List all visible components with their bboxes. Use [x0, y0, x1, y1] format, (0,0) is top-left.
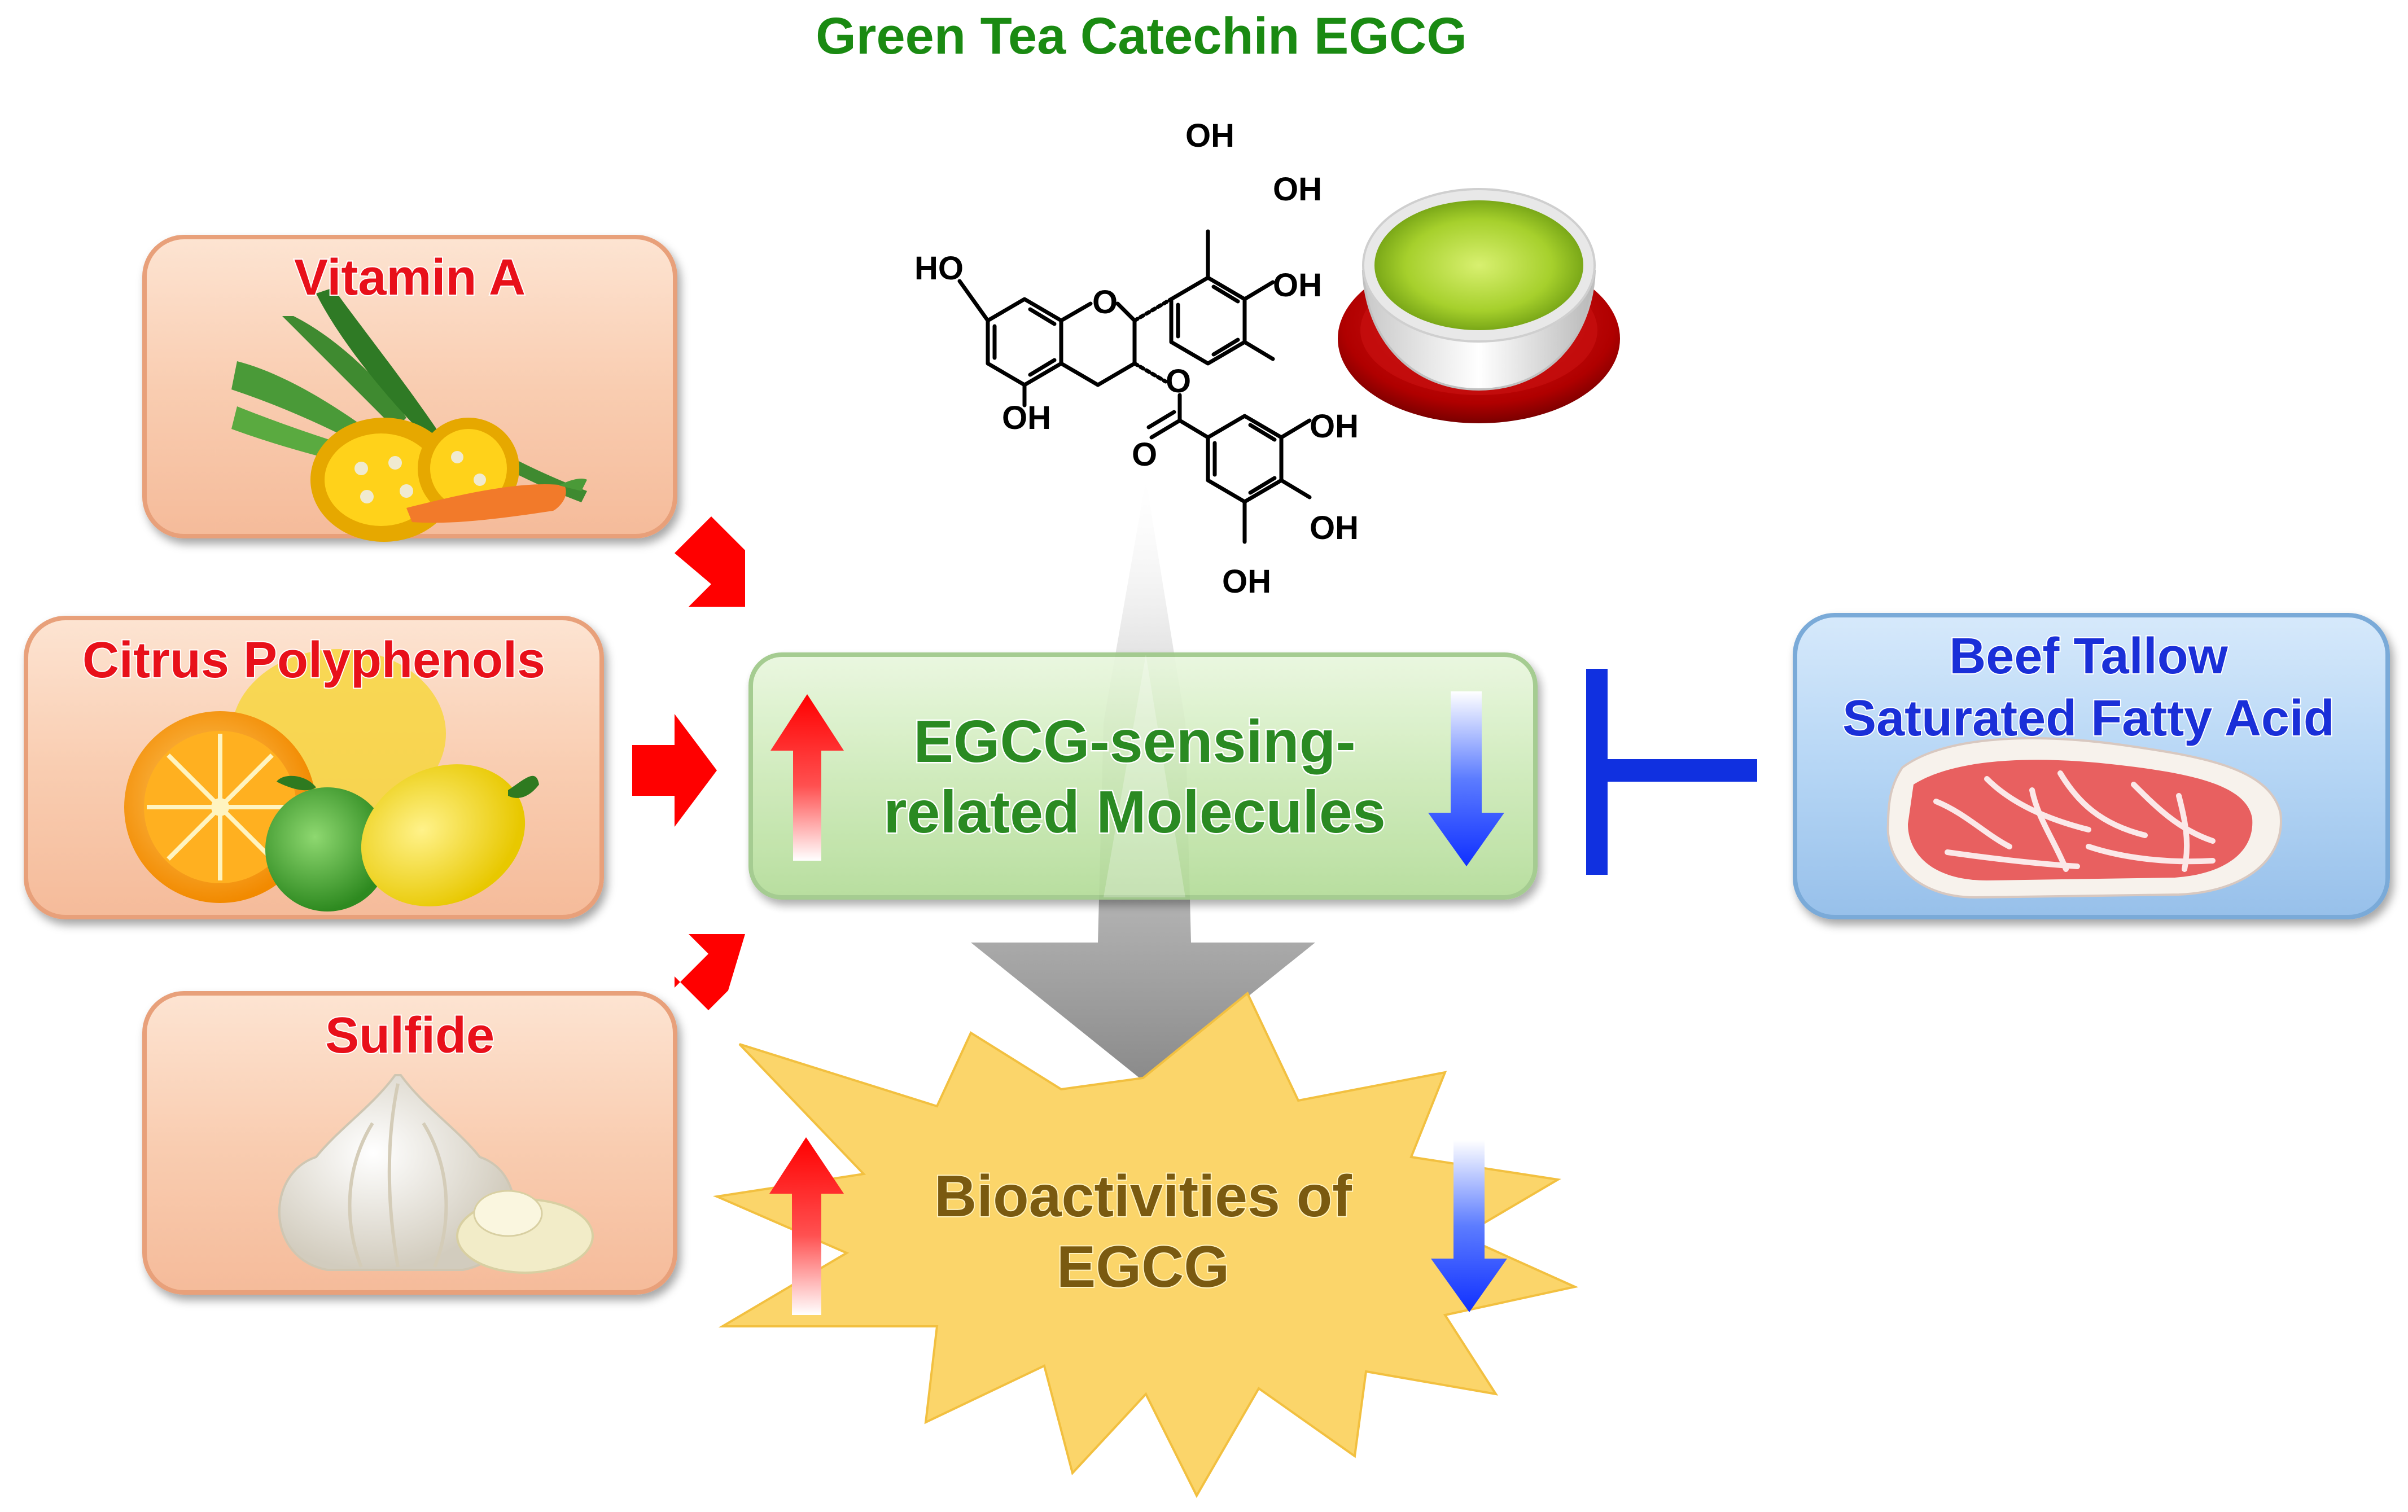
beef-tallow-label: Beef Tallow	[1949, 628, 2228, 685]
down-arrow-center	[1428, 691, 1504, 866]
arrow-sulfide	[675, 934, 745, 1010]
sulfide-box: Sulfide	[142, 991, 677, 1295]
down-arrow-bioactivities	[1431, 1140, 1507, 1312]
arrow-vitamin-a	[675, 516, 745, 607]
arrow-citrus	[632, 714, 717, 827]
beef-icon	[1886, 737, 2282, 899]
activation-arrows	[632, 516, 745, 1010]
mol-label-o-ring: O	[1092, 284, 1118, 321]
saturated-fatty-acid-label: Saturated Fatty Acid	[1842, 690, 2335, 747]
bioactivities-burst: Bioactivities of EGCG	[712, 991, 1579, 1498]
citrus-polyphenols-box: Citrus Polyphenols	[24, 616, 604, 919]
garlic-icon	[278, 1074, 594, 1274]
mol-label-oh-g-right: OH	[1310, 510, 1359, 546]
mol-label-oh-a-bottom: OH	[1002, 400, 1051, 436]
citrus-polyphenols-label: Citrus Polyphenols	[82, 632, 545, 689]
mol-label-oh-g-bottom: OH	[1222, 563, 1271, 600]
vitamin-a-label: Vitamin A	[294, 249, 526, 306]
mol-label-oh-b-lower: OH	[1273, 267, 1322, 304]
sulfide-label: Sulfide	[325, 1007, 494, 1064]
citrus-fruits-icon	[124, 649, 539, 911]
bioactivities-line1: Bioactivities of	[934, 1164, 1352, 1229]
mol-label-oh-b-top: OH	[1185, 117, 1234, 154]
bioactivities-line2: EGCG	[1057, 1234, 1229, 1300]
mol-label-o-ester: O	[1166, 363, 1191, 400]
mol-label-oh-g-top: OH	[1310, 408, 1359, 445]
egcg-sensing-line2: related Molecules	[883, 779, 1386, 845]
diagram-title: Green Tea Catechin EGCG	[816, 7, 1467, 65]
egcg-molecule-labels: HO O OH OH OH OH O O OH OH OH	[914, 117, 1359, 600]
mol-label-ho-a: HO	[914, 250, 964, 287]
arrow-vitamin-a-diagonal	[672, 516, 745, 607]
mol-label-oh-b-right: OH	[1273, 171, 1322, 208]
egcg-sensing-box: EGCG-sensing- related Molecules	[748, 652, 1538, 900]
mol-label-o-carbonyl: O	[1132, 436, 1157, 473]
up-arrow-center	[770, 694, 844, 861]
egcg-sensing-line1: EGCG-sensing-	[913, 708, 1355, 775]
vitamin-a-box: Vitamin A	[142, 235, 677, 542]
beef-tallow-box: Beef Tallow Saturated Fatty Acid	[1793, 613, 2390, 919]
vegetables-icon	[231, 288, 587, 542]
inhibition-symbol	[1586, 669, 1757, 875]
up-arrow-bioactivities	[769, 1137, 844, 1315]
green-tea-cup-icon	[1338, 188, 1620, 423]
egcg-molecule-structure	[957, 229, 1312, 544]
